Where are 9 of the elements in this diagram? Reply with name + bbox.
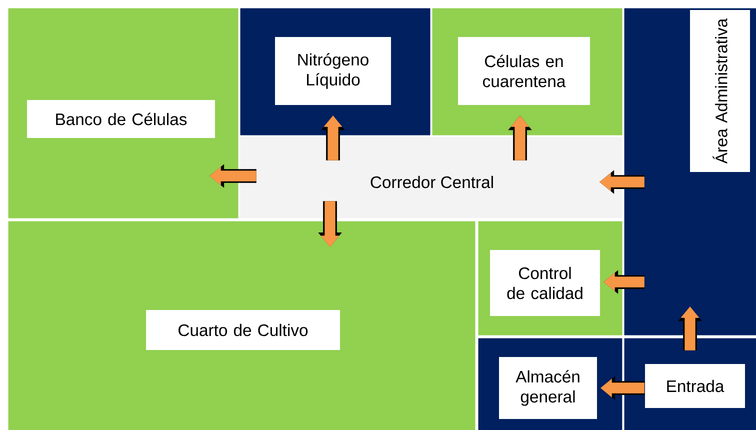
room-label: Células en cuarentena xyxy=(458,37,590,105)
room-label: Entrada xyxy=(645,364,745,408)
room-label: Área Administrativa xyxy=(690,10,750,172)
room-name: Corredor Central xyxy=(370,176,493,188)
room-label: Control de calidad xyxy=(490,250,600,316)
room-label: Nitrógeno Líquido xyxy=(275,37,391,105)
room-label: Cuarto de Cultivo xyxy=(146,310,340,350)
room-label: Almacén general xyxy=(499,357,597,419)
room-label: Banco de Células xyxy=(27,100,215,138)
